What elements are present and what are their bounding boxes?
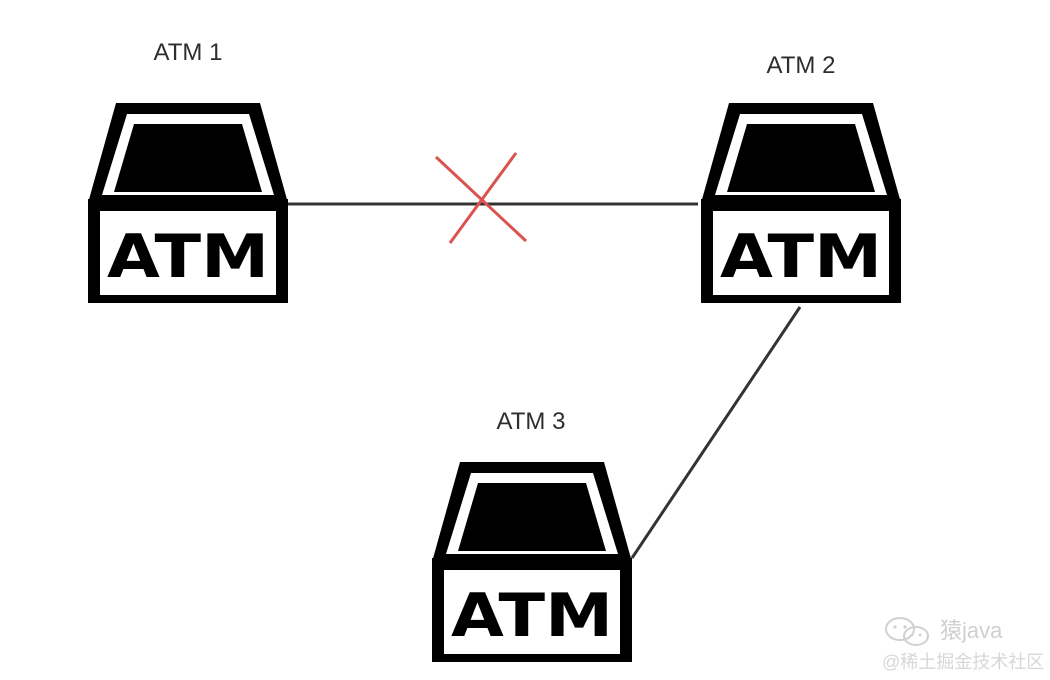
connection-atm2-atm3	[630, 306, 802, 559]
atm-3-icon: ATM	[432, 462, 632, 662]
atm-2-caption: ATM 2	[766, 52, 836, 79]
atm-2-icon: ATM	[701, 103, 901, 303]
wechat-logo-icon	[885, 617, 929, 646]
atm-1-badge: ATM	[107, 222, 269, 292]
atm-3-badge: ATM	[451, 581, 613, 651]
watermark-site-name: @稀土掘金技术社区	[882, 652, 1045, 672]
watermark-app-name: 猿java	[940, 618, 1003, 643]
atm-3-caption: ATM 3	[496, 408, 566, 435]
broken-link-cross-icon	[434, 152, 528, 244]
atm-1-caption: ATM 1	[153, 39, 223, 66]
atm-1-icon: ATM	[88, 103, 288, 303]
atm-2-badge: ATM	[720, 222, 882, 292]
